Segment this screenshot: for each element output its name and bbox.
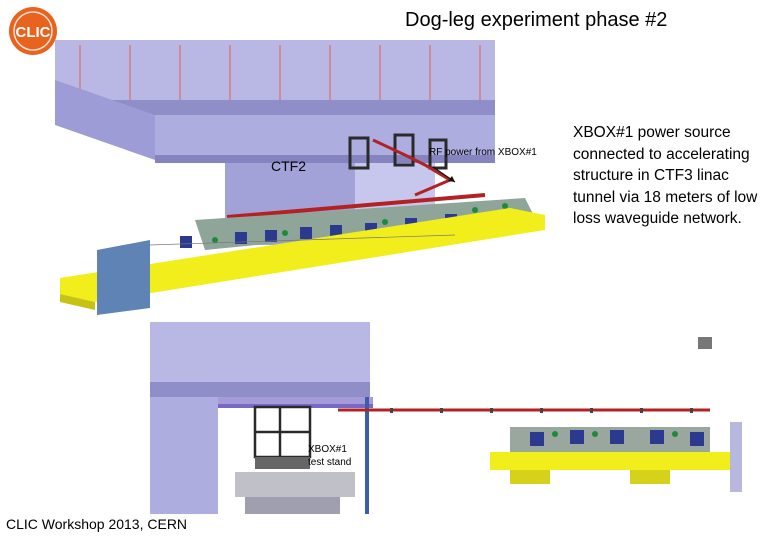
bottom-render-image bbox=[150, 322, 750, 514]
slide-title: Dog-leg experiment phase #2 bbox=[405, 9, 668, 31]
top-render-image bbox=[55, 40, 555, 315]
description-text: XBOX#1 power source connected to acceler… bbox=[573, 124, 758, 227]
rf-power-label: RF power from XBOX#1 bbox=[429, 147, 537, 158]
test-stand-label-line2: test stand bbox=[308, 457, 352, 468]
test-stand-label: XBOX#1 test stand bbox=[308, 443, 351, 469]
test-stand-label-line1: XBOX#1 bbox=[308, 444, 347, 455]
logo-text: CLIC bbox=[16, 24, 51, 41]
ctf2-label: CTF2 bbox=[271, 158, 306, 174]
clic-logo: CLIC bbox=[8, 6, 58, 56]
footer-text: CLIC Workshop 2013, CERN bbox=[6, 516, 188, 532]
